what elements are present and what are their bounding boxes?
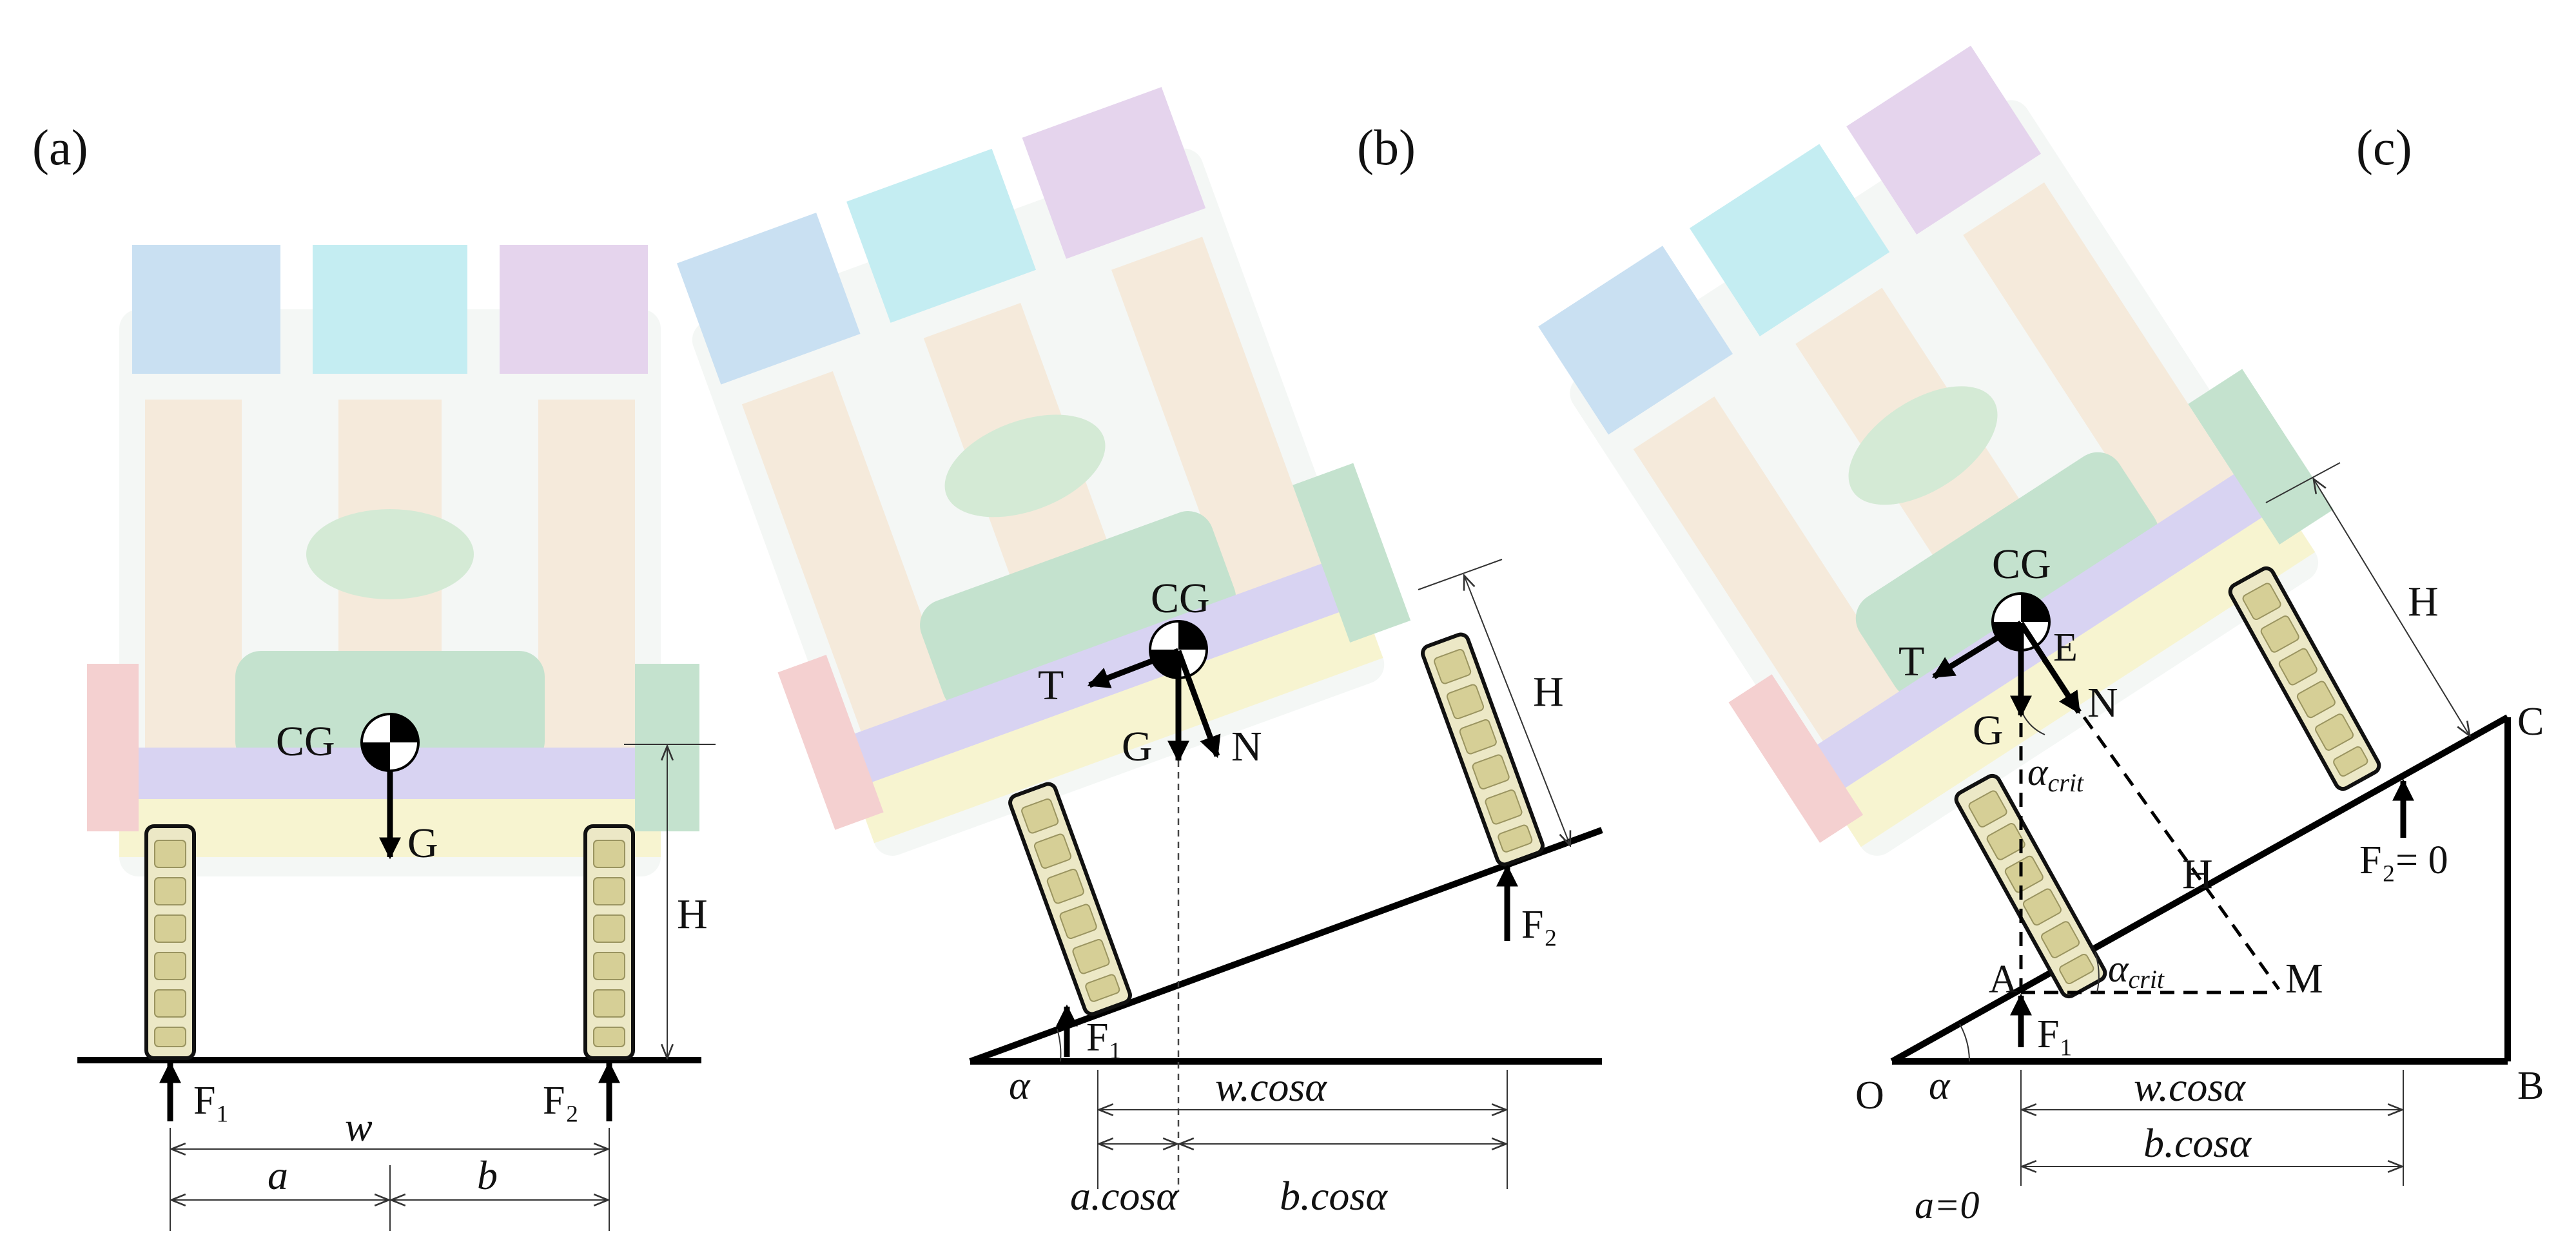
point-c-label: C <box>2517 700 2544 744</box>
alpha-crit-bottom-label: αcrit <box>2108 947 2165 994</box>
a-label-a: a <box>268 1152 288 1198</box>
cg-label-c: CG <box>1992 541 2051 588</box>
alpha-crit-top-label: αcrit <box>2027 751 2084 797</box>
bcos-label-b: b.cosα <box>1280 1173 1388 1219</box>
f2-label-a: F₂ <box>543 1079 579 1123</box>
panel-c-tag: (c) <box>2356 119 2412 175</box>
h-line-em-c <box>2042 659 2281 991</box>
f2-label-b: F₂ <box>1521 903 1557 947</box>
height-label-a: H <box>677 891 708 938</box>
left-wheel-b <box>1008 782 1133 1016</box>
cg-symbol-a <box>360 713 420 772</box>
f2-label-c: F₂= 0 <box>2359 838 2448 882</box>
panel-a-tag: (a) <box>32 119 88 175</box>
height-dimension-c <box>2314 480 2469 735</box>
n-arrow-c <box>2018 621 2082 714</box>
panel-c: (c) α O B C αcrit αcrit H M A CG T G <box>1500 17 2544 1226</box>
machine-silhouette-b <box>634 69 1427 873</box>
cg-label-a: CG <box>276 718 335 765</box>
g-label-b: G <box>1122 723 1153 770</box>
f1-label-c: F₁ <box>2037 1012 2073 1056</box>
left-wheel-a <box>146 826 194 1058</box>
h-ext-top-b <box>1418 559 1503 590</box>
h-mid-label-c: H <box>2182 851 2213 898</box>
point-o-label: O <box>1855 1074 1884 1117</box>
panel-b: (b) α CG T G N H F₁ F₂ w.co <box>634 69 1603 1219</box>
alpha-arc-b <box>1057 1029 1062 1062</box>
g-label-c: G <box>1973 707 2004 754</box>
width-label-a: w <box>345 1104 373 1150</box>
machine-silhouette-a <box>87 245 699 876</box>
height-dimension-b <box>1465 577 1570 844</box>
machine-silhouette-c <box>1500 17 2358 881</box>
point-a-label: A <box>1989 958 2018 1001</box>
height-label-b: H <box>1533 668 1564 715</box>
point-b-label: B <box>2517 1064 2544 1108</box>
t-arrow-c <box>1932 621 2023 679</box>
right-wheel-a <box>585 826 633 1058</box>
point-e-label: E <box>2053 626 2078 670</box>
slope-line-c <box>1890 714 2510 1065</box>
alpha-arc-c <box>1959 1023 1970 1062</box>
gravity-label-a: G <box>407 820 438 867</box>
right-wheel-b <box>1421 632 1545 867</box>
height-label-c: H <box>2408 578 2439 625</box>
n-label-b: N <box>1231 723 1262 770</box>
bcos-label-c: b.cosα <box>2143 1120 2252 1166</box>
t-arrow-b <box>1087 648 1180 688</box>
n-arrow-b <box>1175 650 1221 759</box>
acos-label-b: a.cosα <box>1070 1173 1178 1219</box>
cg-label-b: CG <box>1151 575 1210 622</box>
alpha-crit-arc-bottom <box>2094 952 2100 993</box>
wcos-label-c: w.cosα <box>2134 1064 2246 1110</box>
f1-label-a: F₁ <box>193 1079 229 1123</box>
panel-b-tag: (b) <box>1357 119 1416 175</box>
f1-label-b: F₁ <box>1086 1016 1122 1059</box>
t-label-c: T <box>1898 638 1924 685</box>
left-wheel-c <box>1953 773 2107 1000</box>
a-zero-label-c: a=0 <box>1915 1184 1980 1226</box>
alpha-label-c: α <box>1929 1064 1951 1108</box>
n-label-c: N <box>2087 679 2118 726</box>
wcos-label-b: w.cosα <box>1215 1064 1327 1110</box>
alpha-label-b: α <box>1009 1064 1031 1108</box>
t-label-b: T <box>1038 662 1064 709</box>
h-ext-top-c <box>2265 462 2341 503</box>
point-m-label: M <box>2285 955 2323 1002</box>
panel-a: (a) CG G H F₁ F₂ w a b <box>32 119 716 1231</box>
b-label-a: b <box>477 1152 498 1198</box>
right-wheel-c <box>2227 566 2381 792</box>
